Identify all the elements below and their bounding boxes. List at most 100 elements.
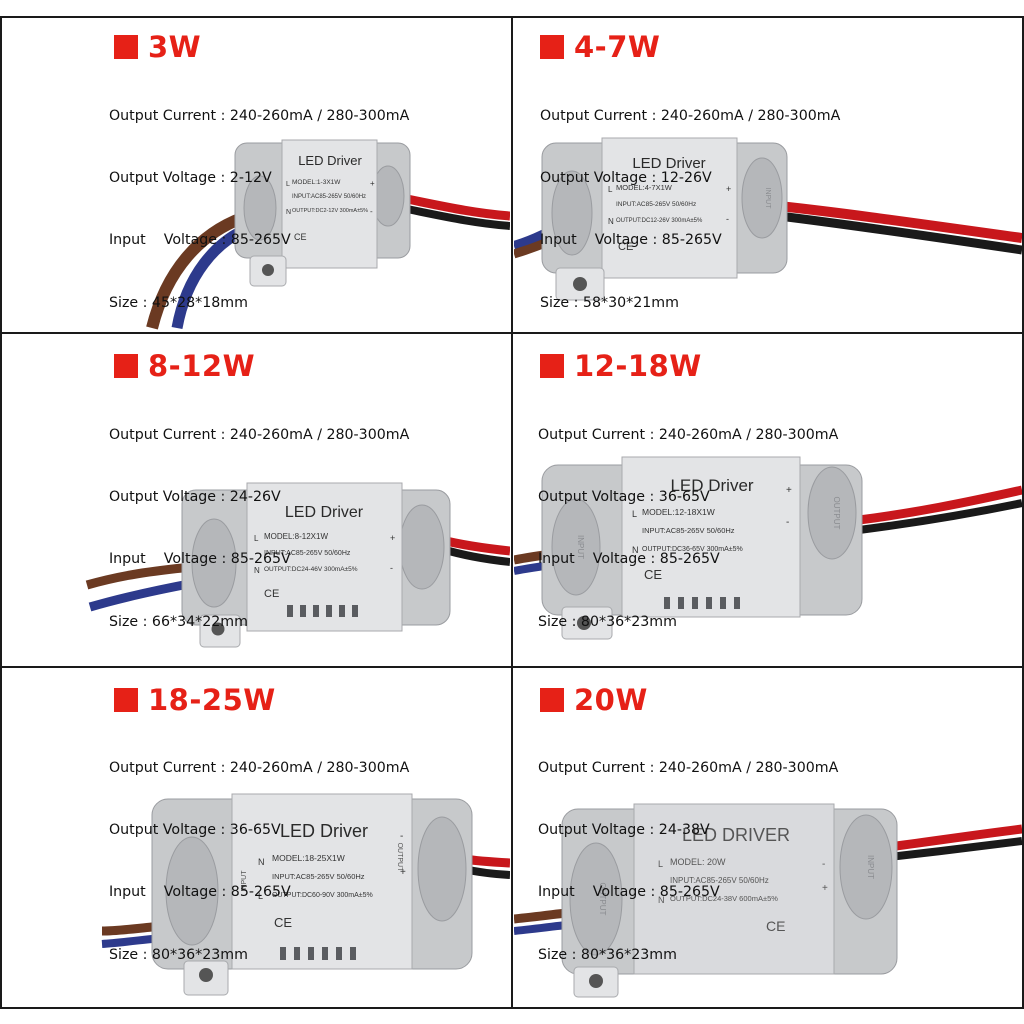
led-driver-photo: LED Driver MODEL:1-3X1W INPUT:AC85-265V … [146,139,510,330]
spec-size: Size : 58*30*21mm [540,294,679,311]
side-mark-input: INPUT [241,870,248,892]
grid-divider-row2 [0,666,1024,668]
wire-black [858,499,1022,534]
svg-text:L: L [258,891,263,901]
panel-4-7w: LED Driver MODEL:4-7X1W INPUT:AC85-265V … [514,18,1022,331]
wattage-title: 3W [114,32,201,62]
wire-brown [101,922,153,936]
wire-black [401,204,510,230]
wattage-title: 8-12W [114,351,255,381]
svg-text:-: - [390,563,393,573]
vent-slots [664,597,740,609]
svg-text:L: L [254,534,259,543]
spec-input-voltage: Input Voltage : 85-265V [540,232,722,249]
panel-12-18w: LED Driver MODEL:12-18X1W INPUT:AC85-265… [514,335,1022,665]
spec-size: Size : 45*28*18mm [109,294,248,311]
wattage-title-text: 20W [574,683,648,717]
spec-output-current: Output Current : 240-260mA / 280-300mA [538,759,839,776]
led-driver-photo: LED Driver MODEL:18-25X1W INPUT:AC85-265… [101,793,510,996]
svg-text:-: - [400,831,403,842]
wattage-title-text: 12-18W [574,349,702,383]
driver-label-output: OUTPUT:DC12-26V 300mA±5% [616,218,703,224]
svg-text:L: L [632,509,637,519]
spec-list: Output Current : 240-260mA / 280-300mA O… [538,716,838,1007]
spec-list: Output Current : 240-260mA / 280-300mA O… [109,64,409,331]
vent-slots [280,947,356,960]
side-mark: INPUT [764,188,771,210]
svg-text:L: L [608,185,613,194]
spec-output-voltage: Output Voltage : 24-26V [109,488,281,505]
driver-label-heading: LED Driver [670,476,753,495]
spec-output-current: Output Current : 240-260mA / 280-300mA [109,759,410,776]
wire-black [888,837,1022,861]
driver-label-input: INPUT:AC85-265V 50/60Hz [272,872,365,881]
spec-size: Size : 80*36*23mm [538,946,677,963]
svg-text:+: + [390,533,395,543]
wattage-title-text: 3W [148,30,202,64]
grid-divider-left [0,16,2,1009]
ce-mark: CE [294,232,307,242]
driver-label-input: INPUT:AC85-265V 50/60Hz [264,550,351,557]
svg-text:N: N [632,545,639,555]
driver-label-area [633,803,835,975]
driver-label-heading: LED Driver [298,153,362,168]
spec-input-voltage: Input Voltage : 85-265V [109,884,291,901]
side-mark-output: OUTPUT [832,497,841,530]
spec-size: Size : 80*36*23mm [538,613,677,630]
vent-slots [287,605,358,617]
driver-label-model: MODEL:18-25X1W [272,853,345,863]
svg-text:+: + [400,867,406,878]
wattage-title: 18-25W [114,685,276,715]
driver-label-input: INPUT:AC85-265V 50/60Hz [616,201,696,208]
spec-list: Output Current : 240-260mA / 280-300mA O… [109,383,409,665]
led-driver-photo: LED DRIVER MODEL: 20W INPUT:AC85-265V 50… [514,803,1022,998]
red-square-icon [114,35,138,59]
spec-output-voltage: Output Voltage : 12-26V [540,169,712,186]
side-mark-input: INPUT [576,535,585,559]
spec-size: Size : 66*34*22mm [109,613,248,630]
ce-mark: CE [618,241,633,253]
spec-size: Size : 80*36*23mm [109,946,248,963]
svg-text:+: + [786,485,792,496]
driver-label-output: OUTPUT:DC24-38V 600mA±5% [670,894,778,903]
wattage-title-text: 18-25W [148,683,276,717]
grid-divider-bottom [0,1007,1024,1009]
side-mark-output: OUTPUT [396,843,403,873]
grid-divider-row1 [0,332,1024,334]
driver-label-area [621,456,801,618]
spec-input-voltage: Input Voltage : 85-265V [538,551,720,568]
led-driver-photo: LED Driver MODEL:12-18X1W INPUT:AC85-265… [514,456,1022,640]
driver-label-input: INPUT:AC85-265V 50/60Hz [292,194,366,200]
svg-text:-: - [370,207,373,216]
wire-red [858,485,1022,525]
ce-mark: CE [644,567,662,582]
wire-red [778,201,1022,243]
driver-label-model: MODEL:8-12X1W [264,532,328,541]
grid-divider-vertical [511,18,513,1008]
driver-label-area [231,793,413,970]
side-mark-output: OUTPUT [598,883,607,916]
wire-brown [146,212,245,330]
spec-output-current: Output Current : 240-260mA / 280-300mA [540,107,841,124]
svg-text:N: N [254,566,260,575]
driver-label-heading: LED Driver [285,504,364,521]
grid-divider-top [0,16,1024,18]
spec-input-voltage: Input Voltage : 85-265V [109,551,291,568]
spec-output-voltage: Output Voltage : 24-38V [538,821,710,838]
driver-label-heading: LED Driver [280,821,368,841]
svg-text:L: L [286,181,290,188]
driver-label-output: OUTPUT:DC24-46V 300mA±5% [264,566,358,573]
spec-list: Output Current : 240-260mA / 280-300mA O… [538,383,838,665]
spec-output-voltage: Output Voltage : 2-12V [109,169,272,186]
red-square-icon [540,688,564,712]
driver-label-area [281,139,378,269]
driver-label-output: OUTPUT:DC36-65V 300mA±5% [642,546,743,553]
driver-label-area [601,137,738,279]
wattage-title-text: 4-7W [574,30,661,64]
spec-output-current: Output Current : 240-260mA / 280-300mA [109,426,410,443]
wire-red [888,824,1022,852]
spec-list: Output Current : 240-260mA / 280-300mA O… [540,64,840,331]
panel-8-12w: LED Driver MODEL:8-12X1W INPUT:AC85-265V… [2,335,510,665]
wattage-title: 4-7W [540,32,660,62]
